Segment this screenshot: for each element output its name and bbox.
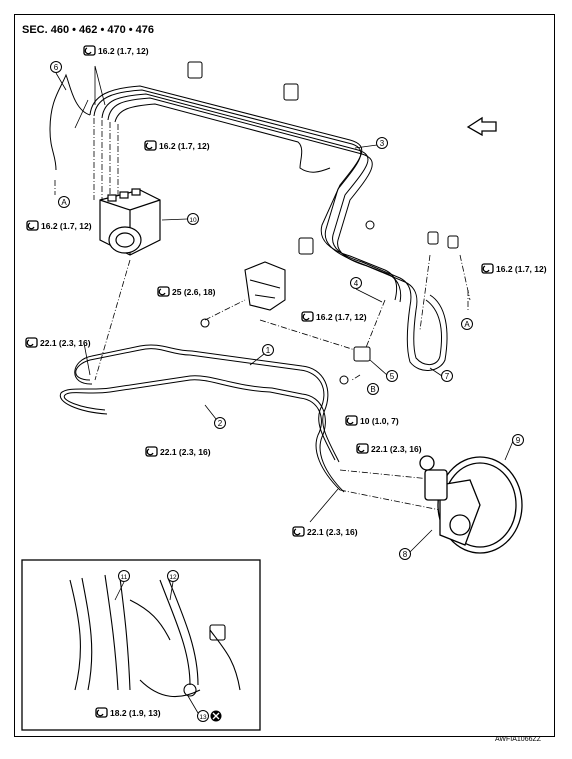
callout-8 <box>399 548 411 560</box>
torque-spec-2: 16.2 (1.7, 12) <box>144 140 210 151</box>
torque-wrench-icon <box>356 443 369 454</box>
callout-10 <box>187 213 199 225</box>
tube-clips <box>187 61 459 385</box>
brake-booster <box>419 455 523 554</box>
callout-2 <box>214 417 226 429</box>
front-arrow-icon <box>466 116 497 137</box>
callout-11 <box>118 570 130 582</box>
torque-spec-9: 22.1 (2.3, 16) <box>145 446 211 457</box>
torque-spec-8: 10 (1.0, 7) <box>345 415 399 426</box>
torque-wrench-icon <box>25 337 38 348</box>
callout-3 <box>376 137 388 149</box>
callout-4 <box>350 277 362 289</box>
inset-view <box>21 559 261 731</box>
callout-6 <box>50 61 62 73</box>
front-brake-tubes <box>59 344 345 493</box>
svg-text:16.2 (1.7, 12): 16.2 (1.7, 12) <box>98 46 149 56</box>
torque-spec-6: 16.2 (1.7, 12) <box>301 311 367 322</box>
callout-6-label: 6 <box>54 63 59 72</box>
callout-9 <box>512 434 524 446</box>
torque-spec-7: 22.1 (2.3, 16) <box>25 337 91 348</box>
torque-spec-5: 25 (2.6, 18) <box>157 286 216 297</box>
callout-3-label: 3 <box>380 139 385 148</box>
callout-1-label: 1 <box>266 346 271 355</box>
svg-text:16.2 (1.7, 12): 16.2 (1.7, 12) <box>496 264 547 274</box>
callout-5-label: 5 <box>390 372 395 381</box>
torque-wrench-icon <box>95 707 108 718</box>
torque-spec-4: 16.2 (1.7, 12) <box>481 263 547 274</box>
torque-spec-11: 22.1 (2.3, 16) <box>292 526 358 537</box>
brake-tube-bundle <box>49 73 448 371</box>
torque-wrench-icon <box>144 140 157 151</box>
torque-wrench-icon <box>145 446 158 457</box>
torque-spec-1: 16.2 (1.7, 12) <box>83 45 149 56</box>
callout-7-label: 7 <box>445 372 450 381</box>
connector-b <box>367 383 379 395</box>
connector-a-left-label: A <box>61 198 67 207</box>
torque-wrench-icon <box>301 311 314 322</box>
callout-2-label: 2 <box>218 419 223 428</box>
svg-text:22.1 (2.3, 16): 22.1 (2.3, 16) <box>40 338 91 348</box>
torque-wrench-icon <box>26 220 39 231</box>
svg-text:16.2 (1.7, 12): 16.2 (1.7, 12) <box>159 141 210 151</box>
svg-text:18.2 (1.9, 13): 18.2 (1.9, 13) <box>110 708 161 718</box>
callout-13 <box>197 710 209 722</box>
do-not-reuse-icon <box>210 710 222 722</box>
svg-text:22.1 (2.3, 16): 22.1 (2.3, 16) <box>371 444 422 454</box>
torque-spec-3: 16.2 (1.7, 12) <box>26 220 92 231</box>
figure-code: AWFIA1066ZZ <box>495 736 542 743</box>
abs-actuator <box>99 188 161 256</box>
callouts <box>50 61 524 722</box>
connector-a-right-label: A <box>464 320 470 329</box>
torque-wrench-icon <box>345 415 358 426</box>
callout-11-label: 11 <box>121 574 128 581</box>
callout-12 <box>167 570 179 582</box>
callout-10-label: 10 <box>189 217 197 224</box>
torque-spec-10: 22.1 (2.3, 16) <box>356 443 422 454</box>
leader-lines <box>55 65 514 714</box>
svg-text:10 (1.0, 7): 10 (1.0, 7) <box>360 416 399 426</box>
torque-spec-12: 18.2 (1.9, 13) <box>95 707 161 718</box>
torque-wrench-icon <box>481 263 494 274</box>
torque-wrench-icon <box>157 286 170 297</box>
diagram-frame <box>14 14 555 737</box>
svg-text:16.2 (1.7, 12): 16.2 (1.7, 12) <box>41 221 92 231</box>
torque-wrench-icon <box>292 526 305 537</box>
svg-text:22.1 (2.3, 16): 22.1 (2.3, 16) <box>307 527 358 537</box>
callout-5 <box>386 370 398 382</box>
guide-lines <box>54 118 471 511</box>
callout-9-label: 9 <box>516 436 521 445</box>
callout-12-label: 12 <box>169 574 177 581</box>
actuator-bracket <box>200 261 286 328</box>
callout-4-label: 4 <box>354 279 359 288</box>
callout-8-label: 8 <box>403 550 408 559</box>
svg-text:25 (2.6, 18): 25 (2.6, 18) <box>172 287 216 297</box>
section-title: SEC. 460 • 462 • 470 • 476 <box>22 24 154 36</box>
svg-text:22.1 (2.3, 16): 22.1 (2.3, 16) <box>160 447 211 457</box>
torque-wrench-icon <box>83 45 96 56</box>
connector-a-right <box>461 318 473 330</box>
svg-text:16.2 (1.7, 12): 16.2 (1.7, 12) <box>316 312 367 322</box>
connector-b-label: B <box>370 385 375 394</box>
connector-a-left <box>58 196 70 208</box>
callout-1 <box>262 344 274 356</box>
callout-13-label: 13 <box>199 714 207 721</box>
